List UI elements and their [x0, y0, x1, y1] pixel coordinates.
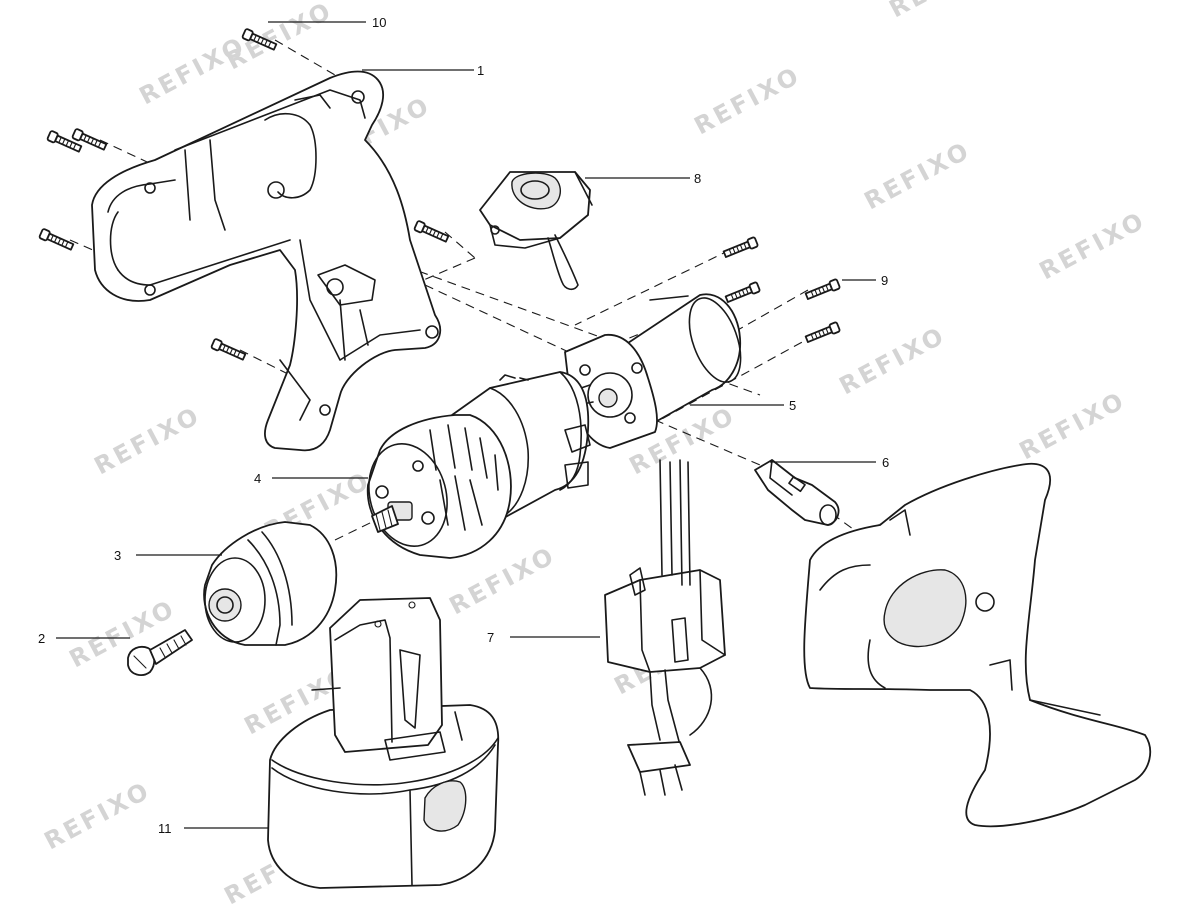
chuck-screw — [127, 629, 193, 676]
leader-lines — [56, 21, 876, 829]
callout-10: 10 — [372, 15, 386, 30]
callout-11: 11 — [158, 821, 172, 836]
housing-left-half — [91, 70, 442, 452]
callout-5: 5 — [789, 398, 796, 413]
watermark: REFIXO — [1035, 206, 1151, 285]
screw — [46, 130, 83, 153]
housing-right-half — [803, 462, 1152, 828]
switch-module — [604, 459, 726, 796]
watermark: REFIXO — [1015, 386, 1131, 465]
callout-9: 9 — [881, 273, 888, 288]
screw — [241, 28, 278, 51]
screw — [38, 228, 75, 251]
callout-8: 8 — [694, 171, 701, 186]
drill-chuck — [203, 521, 338, 646]
watermark: REFIXO — [65, 594, 181, 673]
callout-numbers: 10 1 8 9 5 6 4 3 2 7 11 — [38, 15, 889, 836]
screw — [724, 281, 761, 303]
screw-set — [38, 28, 841, 361]
watermark: REFIXO — [690, 61, 806, 140]
callout-7: 7 — [487, 630, 494, 645]
screw — [210, 338, 247, 361]
watermark: REFIXO — [835, 321, 951, 400]
screw — [722, 236, 759, 258]
watermark: REFIXO — [885, 0, 1001, 23]
watermark: REFIXO — [90, 401, 206, 480]
terminal-connector — [754, 459, 840, 526]
motor — [564, 293, 742, 449]
callout-1: 1 — [477, 63, 484, 78]
callout-6: 6 — [882, 455, 889, 470]
callout-4: 4 — [254, 471, 261, 486]
trigger-switch — [479, 171, 593, 291]
screw — [413, 220, 450, 243]
callout-3: 3 — [114, 548, 121, 563]
callout-2: 2 — [38, 631, 45, 646]
screw — [71, 128, 108, 151]
battery-pack — [267, 597, 500, 889]
watermark: REFIXO — [860, 136, 976, 215]
screw — [804, 321, 841, 343]
screw — [804, 278, 841, 300]
watermark: REFIXO — [40, 776, 156, 855]
clutch-collar — [366, 414, 512, 559]
